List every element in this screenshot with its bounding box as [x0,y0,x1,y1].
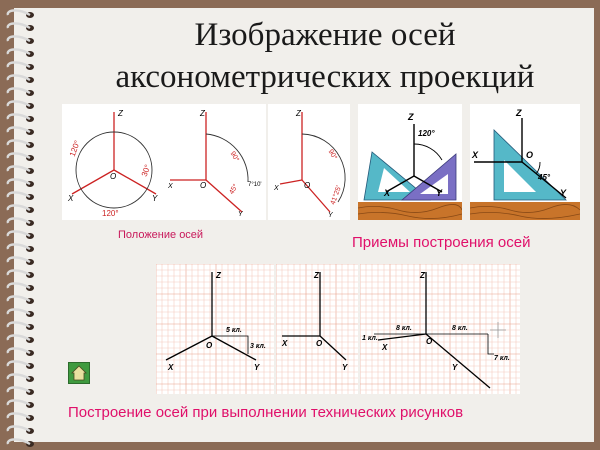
svg-text:O: O [110,172,116,181]
diagram-dimetric: Z O X Y 90° 45° 7°10' [166,104,266,220]
angle-label: 45° [537,173,551,182]
svg-text:Y: Y [328,212,334,219]
diagram-oblique: Z O X Y 90° 41°25' [268,104,350,220]
cell-label: 8 кл. [396,325,412,332]
construction-triangle-120: Z 120° X Y [358,104,462,220]
caption-technical-drawing: Построение осей при выполнении техническ… [68,404,464,421]
home-icon [71,365,87,381]
construction-triangle-45: Z O X Y 45° [470,104,580,220]
angle-label: 120° [418,129,435,138]
svg-text:O: O [426,337,433,346]
grid-drawing-dimetric: Z O X Y [276,264,358,394]
diagram-isometric: Z O X Y 120° 120° 30° [62,104,166,220]
svg-text:Y: Y [254,363,260,372]
svg-text:Y: Y [452,363,458,372]
svg-text:X: X [273,185,279,192]
svg-text:O: O [200,181,206,190]
title-line-2: аксонометрических проекций [115,59,535,95]
cell-label: 7 кл. [494,355,510,362]
svg-text:X: X [281,339,288,348]
title-line-1: Изображение осей [194,17,456,53]
home-button[interactable] [68,362,90,384]
svg-text:Y: Y [152,194,158,203]
svg-text:Y: Y [342,363,348,372]
notebook-spiral [6,9,34,447]
svg-text:X: X [167,183,173,190]
grid-drawing-oblique: Z O X Y 8 кл. 8 кл. 1 кл. 7 кл. [360,264,520,394]
svg-text:X: X [67,194,74,203]
grid-drawing-isometric: Z O X Y 5 кл. 3 кл. [156,264,274,394]
svg-text:Z: Z [215,271,222,280]
cell-label: 8 кл. [452,325,468,332]
ratio-label: 7°10' [248,182,262,188]
svg-text:O: O [304,181,310,190]
svg-text:Z: Z [313,271,320,280]
svg-text:X: X [167,363,174,372]
svg-text:Z: Z [515,108,522,118]
svg-text:Y: Y [560,188,567,198]
svg-text:Z: Z [199,109,206,118]
svg-text:Y: Y [436,188,443,198]
svg-text:O: O [316,339,323,348]
svg-text:Z: Z [407,112,414,122]
angle-label: 30° [140,163,153,177]
svg-text:Z: Z [295,109,302,118]
svg-text:X: X [471,150,479,160]
cell-label: 5 кл. [226,327,242,334]
caption-construction-methods: Приемы построения осей [352,234,531,251]
svg-text:X: X [381,343,388,352]
caption-axes-position: Положение осей [118,229,204,241]
svg-text:O: O [206,341,213,350]
svg-text:X: X [383,188,391,198]
cell-label: 1 кл. [362,335,378,342]
slide-title: Изображение осей аксонометрических проек… [90,14,560,98]
cell-label: 3 кл. [250,343,266,350]
svg-text:Z: Z [419,271,426,280]
svg-text:Y: Y [238,211,244,218]
svg-text:Z: Z [117,109,124,118]
angle-label: 120° [102,209,119,218]
svg-text:O: O [526,150,533,160]
